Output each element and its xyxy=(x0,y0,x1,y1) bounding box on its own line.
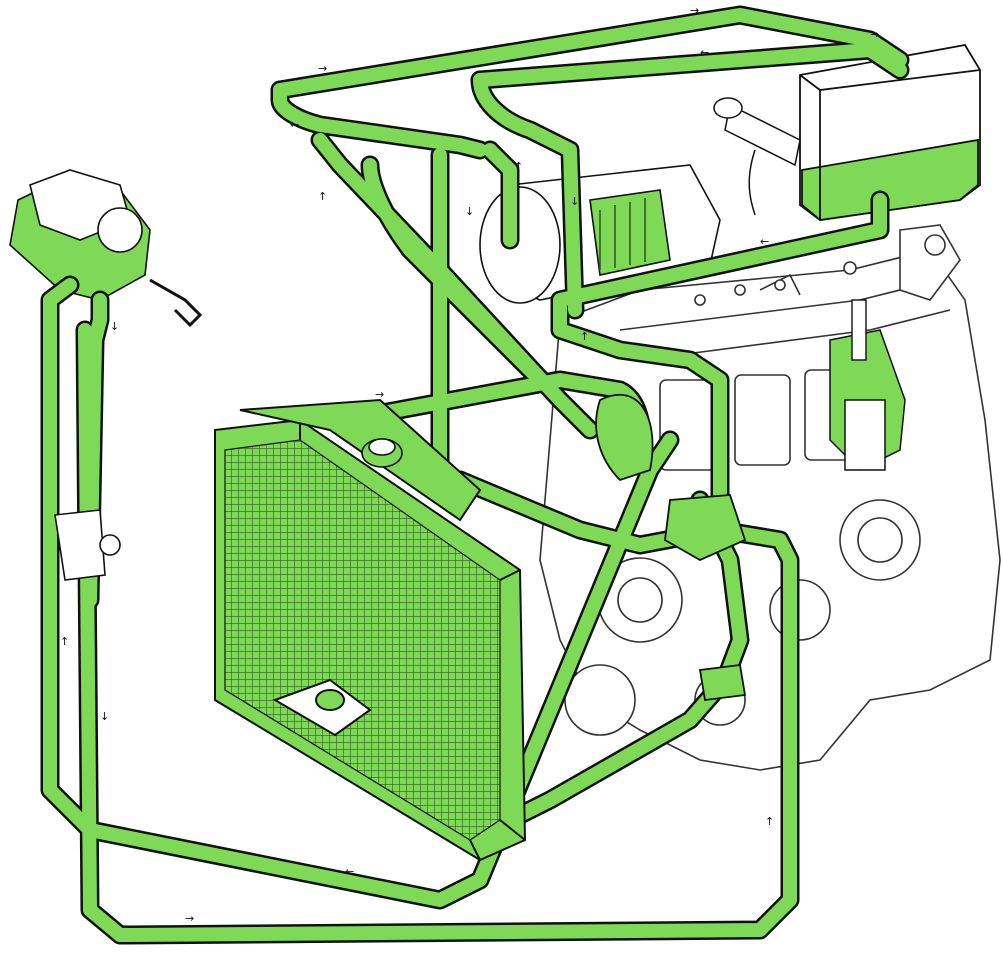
expansion-tank xyxy=(799,44,981,221)
flow-arrow: → xyxy=(690,4,699,17)
flow-arrow: ↑ xyxy=(580,330,589,343)
flow-arrow: ← xyxy=(700,46,709,59)
flow-arrow: ↑ xyxy=(60,635,69,648)
thermostat-housing xyxy=(595,393,747,702)
flow-arrow: → xyxy=(375,388,384,401)
water-pump xyxy=(54,509,121,581)
cylinder-cutaway xyxy=(829,299,906,471)
radiator-cap xyxy=(361,438,403,468)
heater-unit xyxy=(9,169,203,328)
flow-arrow: ↓ xyxy=(110,320,119,333)
flow-arrow: ← xyxy=(760,235,769,248)
flow-arrow: ↓ xyxy=(570,195,579,208)
flow-arrow: ← xyxy=(345,865,354,878)
flow-arrow: ↓ xyxy=(100,710,109,723)
flow-arrow: ↓ xyxy=(465,205,474,218)
flow-arrows: → → → ← ← ↑ ↑ ↓ ↓ ← ↑ → ↓ ↑ ↑ ↓ ← → xyxy=(60,4,879,925)
flow-arrow: ↑ xyxy=(318,190,327,203)
tank-filler-neck xyxy=(713,97,801,216)
flow-arrow: → xyxy=(870,28,879,41)
flow-arrow: → xyxy=(318,62,327,75)
flow-arrow: → xyxy=(185,912,194,925)
flow-arrow: ↑ xyxy=(765,815,774,828)
oil-filter xyxy=(479,164,721,304)
engine-block xyxy=(539,224,1001,771)
flow-arrow: ← xyxy=(290,118,299,131)
flow-arrow: ↑ xyxy=(514,160,523,173)
radiator xyxy=(214,398,527,862)
